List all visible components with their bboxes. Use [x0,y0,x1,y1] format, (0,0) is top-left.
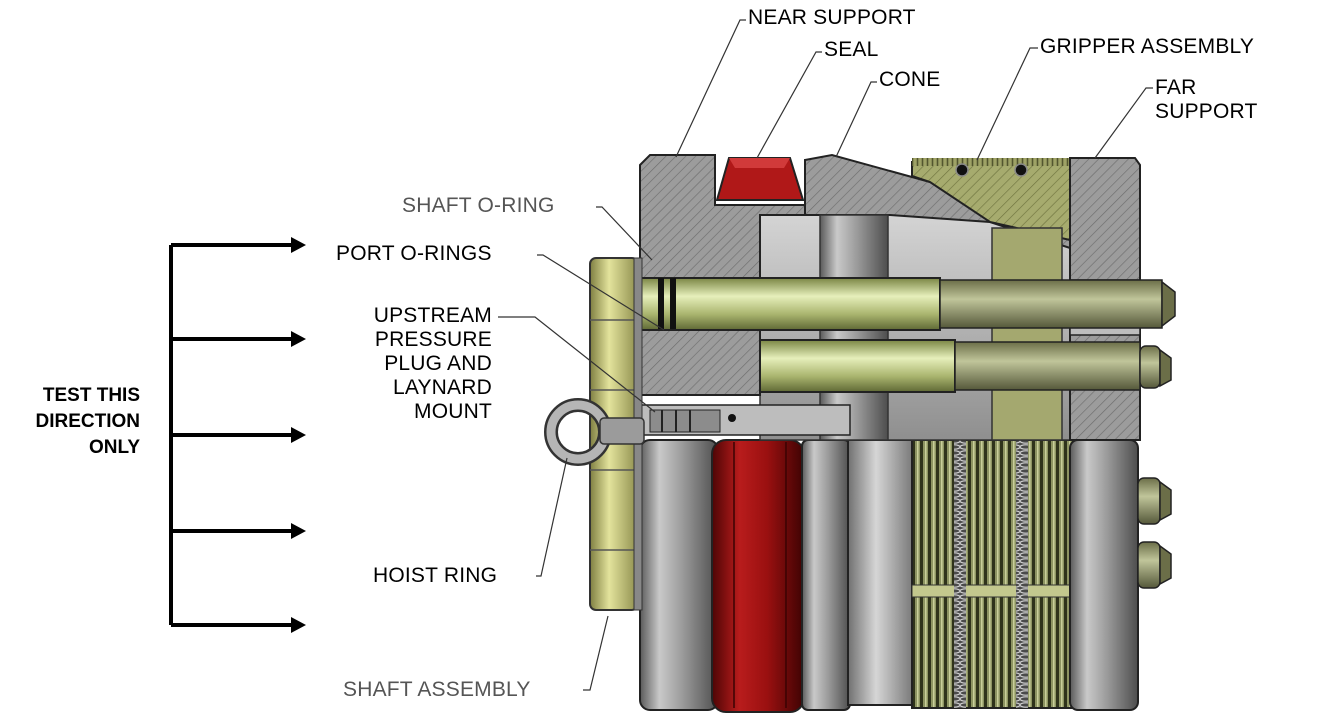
hoist-ring-label: HOIST RING [373,564,498,587]
upstream-line-4: LAYNARD [392,376,492,399]
hoist-ring [544,398,645,466]
cone-label: CONE [879,68,941,91]
test-direction-arrows [169,243,293,627]
far-support-label: FAR SUPPORT [1155,76,1258,124]
leader-lines [498,19,1153,691]
test-direction-line-2: DIRECTION [35,411,141,432]
upstream-pressure-plug-label: UPSTREAM PRESSURE PLUG AND LAYNARD MOUNT [320,304,492,424]
test-direction-note: TEST THIS DIRECTION ONLY [0,383,141,461]
arrow-heads [291,237,306,633]
gripper-assembly-label: GRIPPER ASSEMBLY [1040,35,1255,58]
shaft-o-ring-label: SHAFT O-RING [402,194,555,217]
section-view [639,153,1176,441]
shaft-assembly-label: SHAFT ASSEMBLY [343,678,531,701]
upstream-line-5: MOUNT [414,400,492,423]
far-support-line-2: SUPPORT [1155,100,1258,123]
near-support-label: NEAR SUPPORT [748,6,916,29]
test-direction-line-3: ONLY [88,437,140,458]
seal-label: SEAL [824,38,879,61]
port-o-rings-label: PORT O-RINGS [336,242,492,265]
exterior-view [639,439,1172,713]
test-direction-line-1: TEST THIS [42,385,140,406]
far-support-line-1: FAR [1155,76,1197,99]
upstream-line-3: PLUG AND [384,352,492,375]
upstream-line-1: UPSTREAM [373,304,492,327]
upstream-line-2: PRESSURE [374,328,492,351]
